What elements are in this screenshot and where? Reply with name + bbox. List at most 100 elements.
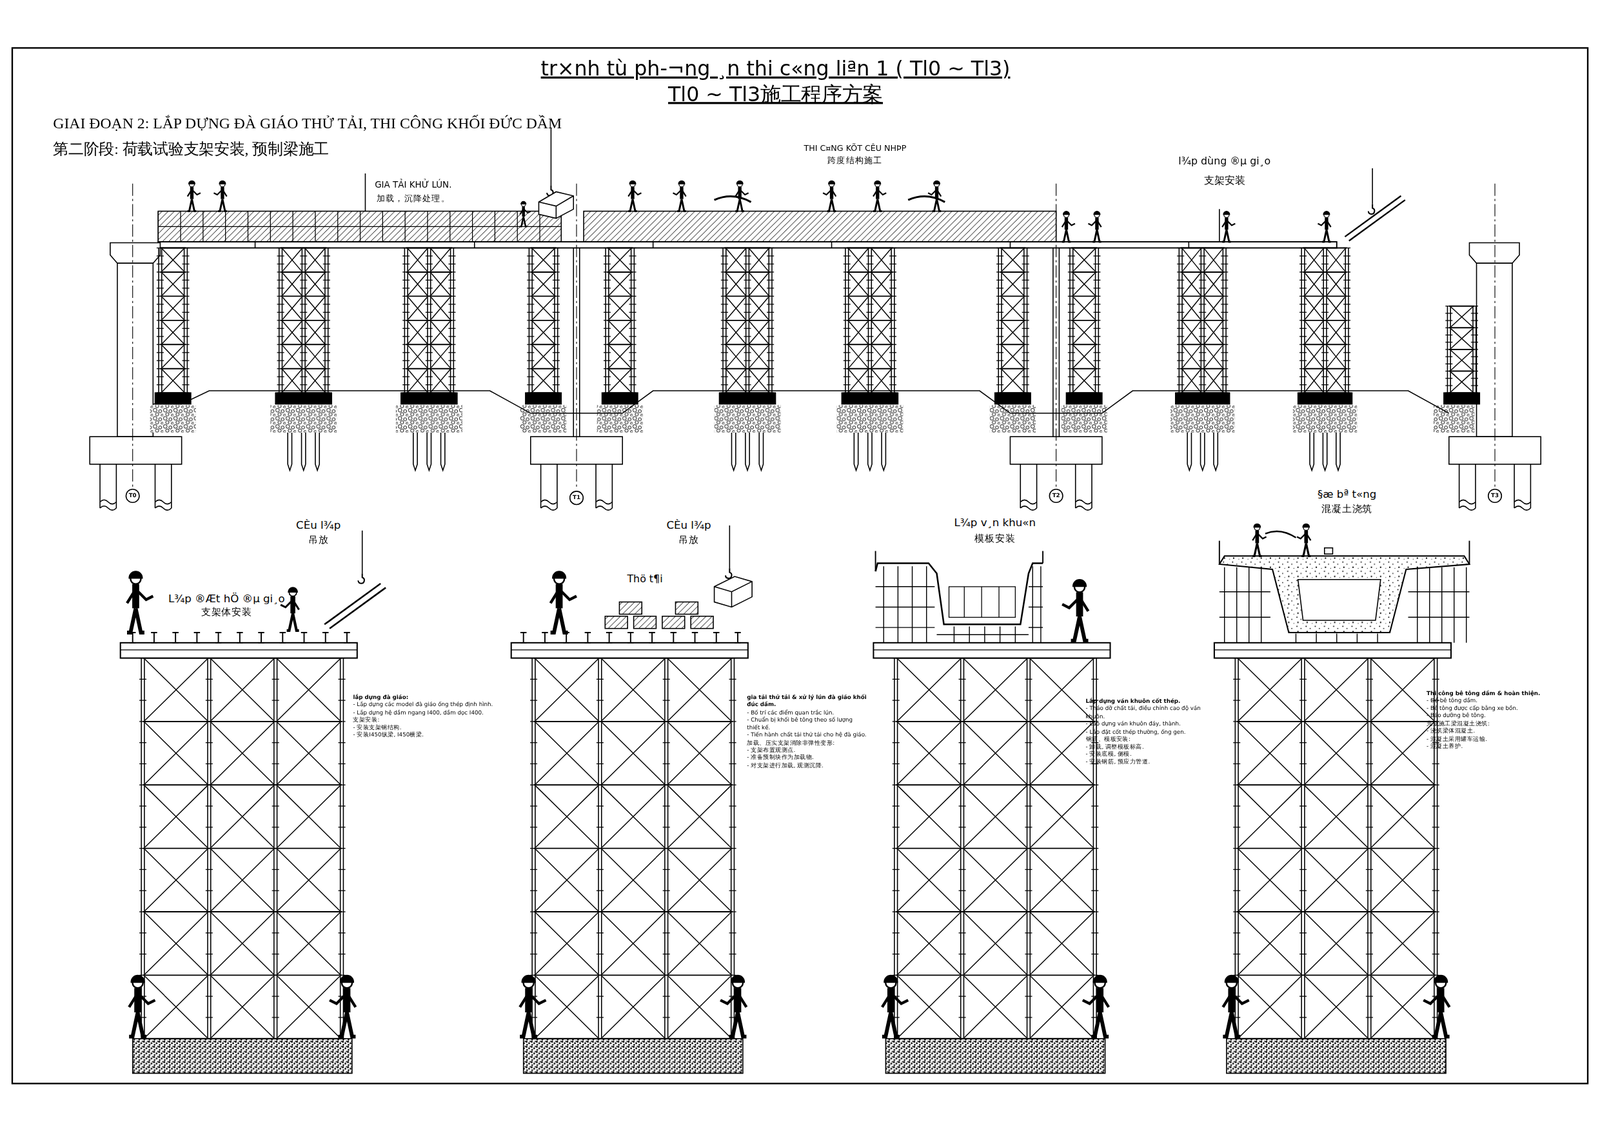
scaffold-brace [532,297,554,320]
scaffold-ledger [1236,974,1437,976]
scaffold-brace [602,913,665,975]
scaffold-brace [726,345,746,368]
scaffold-coupler [766,279,774,281]
scaffold-brace [305,321,325,344]
scaffold-ledger [724,343,771,346]
scaffold-brace [1327,297,1346,320]
scaffold-coupler [729,805,737,807]
scaffold-brace [871,345,891,368]
scaffold-coupler [889,287,897,289]
scaffold-coupler [299,255,307,257]
formwork-post [1465,567,1467,643]
scaffold-coupler [181,303,189,305]
scaffold-brace [1030,849,1094,911]
scaffold-ledger [1236,911,1437,913]
scaffold-coupler [1343,279,1351,281]
scaffold-coupler [139,932,147,934]
worker-legs [1222,229,1231,242]
note-text: - Lắp dựng các model đà giáo ống thép đị… [352,701,496,710]
worker-helmet [1225,975,1238,983]
scaffold-brace [749,248,769,271]
scaffold-coupler [1299,279,1307,281]
panel-tower [892,658,1099,1039]
pile-break [155,499,172,511]
scaffold-coupler [603,352,611,353]
scaffold-brace [1002,345,1024,368]
worker-arms [1318,219,1332,228]
scaffold-coupler [156,328,164,329]
scaffold-ledger [1180,368,1225,370]
scaffold-coupler [1093,384,1101,386]
scaffold-coupler [1093,312,1101,313]
scaffold-brace [532,345,554,368]
scaffold-brace [211,722,275,785]
gravel-base [885,1038,1105,1074]
scaffold-brace [1451,350,1473,371]
scaffold-coupler [662,826,671,828]
scaffold-brace [1030,722,1094,785]
scaffold-brace [1204,297,1223,320]
small-pile [853,432,858,471]
worker-arms [128,993,155,1008]
scaffold-coupler [277,263,285,265]
scaffold-coupler [743,335,751,337]
scaffold-brace [408,369,427,392]
tower-base-pad [1443,392,1480,404]
scaffold-brace [408,248,427,271]
step-label: Thö t¶i [626,573,664,585]
scaffold-coupler [205,1017,213,1018]
scaffold-brace [431,297,451,320]
scaffold-coupler [181,376,189,378]
scaffold-coupler [1176,328,1185,329]
scaffold-brace [145,659,208,721]
scaffold-coupler [1022,384,1030,386]
scaffold-coupler [272,869,280,870]
scaffold-ledger [846,295,893,297]
scaffold-brace [282,248,302,271]
scaffold-brace [408,321,427,344]
scaffold-coupler [425,328,433,329]
scaffold-coupler [603,376,611,378]
scaffold-brace [1182,297,1201,320]
scaffold-coupler [720,360,729,362]
worker-legs [729,1012,747,1038]
scaffold-coupler [1471,319,1479,321]
scaffold-coupler [1024,700,1032,702]
scaffold-coupler [996,352,1004,353]
scaffold-brace [535,659,599,721]
stage-panel [873,642,1110,1074]
scaffold-brace [726,248,746,271]
scaffold-coupler [720,279,729,281]
scaffold-coupler [299,376,307,378]
worker-legs [1222,1012,1241,1038]
scaffold-coupler [1471,356,1479,358]
scaffold-brace [535,722,599,785]
scaffold-brace [1204,369,1223,392]
rubble-fill [395,404,463,433]
worker-legs [338,1012,356,1038]
rubble-fill [1433,404,1475,433]
panel-tower [1233,658,1440,1039]
scaffold-brace [431,321,451,344]
scaffold-brace [1030,659,1094,721]
scaffold-ledger [280,271,327,273]
scaffold-coupler [425,352,433,353]
worker-legs [1252,543,1262,556]
scaffold-ledger [533,720,734,723]
scaffold-brace [668,786,731,848]
scaffold-coupler [425,303,433,305]
formwork-post [1040,566,1041,643]
worker-figure [1062,211,1076,242]
scaffold-coupler [996,376,1004,378]
scaffold-ledger [846,319,893,322]
scaffold-ledger [606,319,633,322]
scaffold-coupler [526,279,534,281]
scaffold-coupler [1432,953,1440,955]
scaffold-brace [408,297,427,320]
scaffold-coupler [1445,385,1453,386]
scaffold-brace [532,273,554,296]
scaffold-brace [871,273,891,296]
worker-body [343,987,351,1013]
worker-helmet [1073,579,1086,587]
scaffold-coupler [892,742,900,743]
